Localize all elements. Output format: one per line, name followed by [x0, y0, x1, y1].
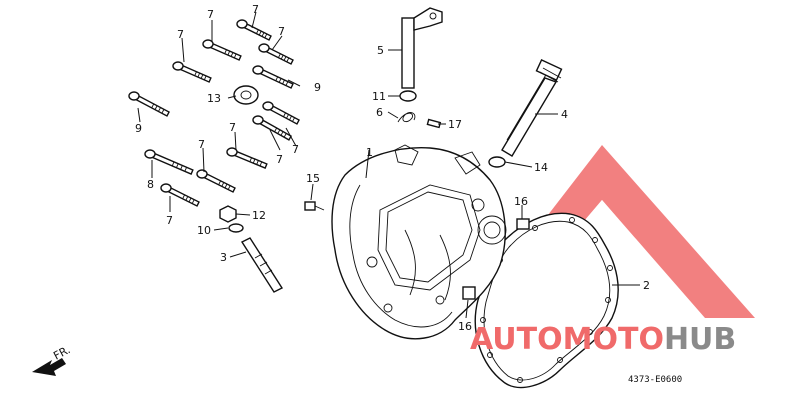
- callout-11: 11: [372, 90, 386, 103]
- bolt-7f-part: [252, 115, 293, 141]
- callout-9a: 9: [314, 81, 321, 94]
- stud-part-3: [240, 237, 284, 293]
- callout-7g: 7: [166, 214, 173, 227]
- callout-7a: 7: [207, 8, 214, 21]
- watermark-brand: AUTOMOTOHUB: [470, 322, 736, 357]
- bolt-part-15: [304, 201, 325, 211]
- callout-8: 8: [147, 178, 154, 191]
- callout-10: 10: [197, 224, 211, 237]
- bolt-7b-part: [236, 19, 272, 41]
- callout-12: 12: [252, 209, 266, 222]
- direction-label: FR.: [51, 343, 72, 362]
- spring-part-6: [397, 112, 416, 123]
- nut-part-12: [219, 205, 237, 223]
- callout-14: 14: [534, 161, 548, 174]
- bolt-7i-part: [160, 183, 200, 207]
- bolt-8-part: [144, 149, 194, 175]
- callout-9b: 9: [135, 122, 142, 135]
- leader-lines: [137, 11, 640, 319]
- shaft-part-4: [501, 58, 563, 157]
- callout-7c: 7: [278, 25, 285, 38]
- bolt-7a-part: [202, 39, 242, 61]
- callout-3: 3: [220, 251, 227, 264]
- diagram-code: 4373-E0600: [628, 375, 682, 385]
- dowel-part-16b: [462, 286, 476, 300]
- bolt-7d-part: [172, 61, 212, 83]
- bolt-7c-part: [258, 43, 294, 65]
- o-ring-part-14: [488, 156, 506, 168]
- dowel-part-16a: [516, 218, 530, 230]
- callout-7e: 7: [229, 121, 236, 134]
- callout-7f: 7: [198, 138, 205, 151]
- callout-7d: 7: [177, 28, 184, 41]
- callout-6: 6: [376, 106, 383, 119]
- callout-4: 4: [561, 108, 568, 121]
- callout-5: 5: [377, 44, 384, 57]
- bolt-7e-part: [262, 101, 300, 125]
- callout-13: 13: [207, 92, 221, 105]
- bolt-7g-part: [226, 147, 268, 169]
- callout-labels: 7 7 7 7 7 7 7 7 7 9 9 13 8 12 10 3 15 1 …: [135, 3, 650, 333]
- callout-7b: 7: [252, 3, 259, 16]
- bolt-9b-part: [128, 91, 170, 117]
- watermark-text: AUTOMOTOHUB: [470, 322, 736, 357]
- callout-17: 17: [448, 118, 462, 131]
- callout-16b: 16: [458, 320, 472, 333]
- washer-part-11: [399, 90, 417, 102]
- watermark-brand-part2: HUB: [664, 322, 736, 357]
- callout-16a: 16: [514, 195, 528, 208]
- pin-part-17: [426, 118, 442, 129]
- bolt-7h-part: [196, 169, 236, 193]
- crankcase-cover-part: [331, 144, 507, 340]
- oil-seal-part-13: [233, 85, 259, 105]
- front-direction-arrow-icon: FR.: [32, 343, 72, 376]
- shaft-part-5: [401, 7, 443, 89]
- gasket-part: [474, 212, 619, 389]
- callout-7h: 7: [276, 153, 283, 166]
- callout-1: 1: [366, 146, 373, 159]
- washer-part-10: [228, 223, 244, 233]
- callout-7i: 7: [292, 143, 299, 156]
- bolt-group: [128, 19, 300, 207]
- callout-15: 15: [306, 172, 320, 185]
- watermark-brand-part1: AUTOMOTO: [470, 322, 664, 357]
- callout-2: 2: [643, 279, 650, 292]
- bolt-9a-part: [252, 65, 294, 89]
